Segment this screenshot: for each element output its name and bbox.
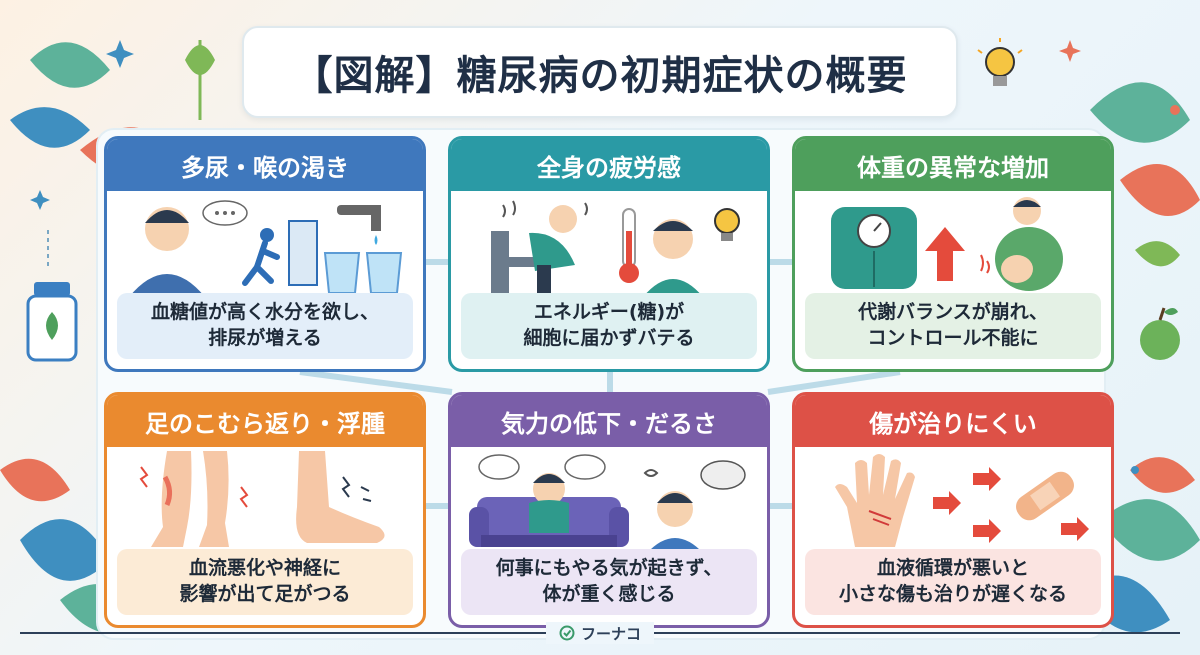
caption-line: 血流悪化や神経に xyxy=(188,557,341,580)
running-person-icon xyxy=(242,228,280,286)
leg-cramp-illustration xyxy=(139,451,385,547)
caption-line: 代謝バランスが崩れ、 xyxy=(858,301,1048,324)
caption-line: 小さな傷も治りが遅くなる xyxy=(838,583,1067,605)
card-title: 多尿・喉の渇き xyxy=(107,139,423,191)
thermometer-icon xyxy=(619,208,639,283)
logo-text: フーナコ xyxy=(580,624,641,643)
thirsty-person-illustration xyxy=(129,200,403,297)
card-title: 気力の低下・だるさ xyxy=(451,395,767,447)
title-banner: 【図解】糖尿病の初期症状の概要 xyxy=(242,26,958,118)
apple-icon xyxy=(1140,307,1180,360)
weight-gain-illustration xyxy=(831,197,1063,291)
sparkle-decoration xyxy=(30,40,1081,210)
water-glass-icon xyxy=(323,252,403,294)
scale-icon xyxy=(831,207,917,289)
caption-line: 排尿が増える xyxy=(208,327,322,349)
bandage-icon xyxy=(1016,471,1074,521)
page-title: 【図解】糖尿病の初期症状の概要 xyxy=(292,53,908,99)
card-title: 全身の疲労感 xyxy=(451,139,767,191)
caption-line: コントロール不能に xyxy=(867,327,1039,349)
caption-line: 細胞に届かずバテる xyxy=(523,327,695,349)
caption-line: 体が重く感じる xyxy=(542,583,676,605)
card-title: 傷が治りにくい xyxy=(795,395,1111,447)
footer-logo: フーナコ xyxy=(546,622,654,644)
lightbulb-icon xyxy=(977,38,1023,86)
symptom-card-fatigue: 全身の疲労感 エネルギー(糖)が 細胞に届かずバテる xyxy=(448,136,770,372)
tired-person-illustration xyxy=(491,200,740,297)
card-caption: 血糖値が高く水分を欲し、 排尿が増える xyxy=(117,293,413,359)
card-caption: 血流悪化や神経に 影響が出て足がつる xyxy=(117,549,413,615)
cloud-icon xyxy=(700,460,746,490)
card-title: 体重の異常な増加 xyxy=(795,139,1111,191)
hand-icon xyxy=(835,454,915,547)
arrow-up-icon xyxy=(925,227,965,281)
caption-line: 血液循環が悪いと xyxy=(876,557,1029,580)
card-caption: 代謝バランスが崩れ、 コントロール不能に xyxy=(805,293,1101,359)
caption-line: 血糖値が高く水分を欲し、 xyxy=(150,301,379,324)
caption-line: エネルギー(糖)が xyxy=(533,301,685,324)
symptom-card-polyuria: 多尿・喉の渇き 血糖値が高く水分を欲し、 排尿が増える xyxy=(104,136,426,372)
symptom-card-weight-gain: 体重の異常な増加 代謝バランスが崩れ、 コントロール不能に xyxy=(792,136,1114,372)
foot-icon xyxy=(296,451,385,543)
supplement-bottle-icon xyxy=(26,282,78,362)
caption-line: 影響が出て足がつる xyxy=(179,583,351,605)
card-caption: 何事にもやる気が起きず、 体が重く感じる xyxy=(461,549,757,615)
symptom-card-slow-healing: 傷が治りにくい 血液循環が悪いと 小さな傷も治りが遅くなる xyxy=(792,392,1114,628)
card-title: 足のこむら返り・浮腫 xyxy=(107,395,423,447)
symptom-card-low-energy: 気力の低下・だるさ 何事にもやる気が起きず、 体が重く感じる xyxy=(448,392,770,628)
wound-healing-illustration xyxy=(835,454,1089,547)
lightbulb-icon xyxy=(714,208,740,241)
card-caption: エネルギー(糖)が 細胞に届かずバテる xyxy=(461,293,757,359)
water-faucet-icon xyxy=(337,205,381,245)
symptom-card-leg-cramps: 足のこむら返り・浮腫 血流悪化や神経に 影響が出て足がつる xyxy=(104,392,426,628)
caption-line: 何事にもやる気が起きず、 xyxy=(495,557,723,580)
check-circle-icon xyxy=(559,625,575,641)
card-caption: 血液循環が悪いと 小さな傷も治りが遅くなる xyxy=(805,549,1101,615)
arrow-right-icon xyxy=(933,467,1089,543)
sluggish-person-illustration xyxy=(469,454,746,553)
